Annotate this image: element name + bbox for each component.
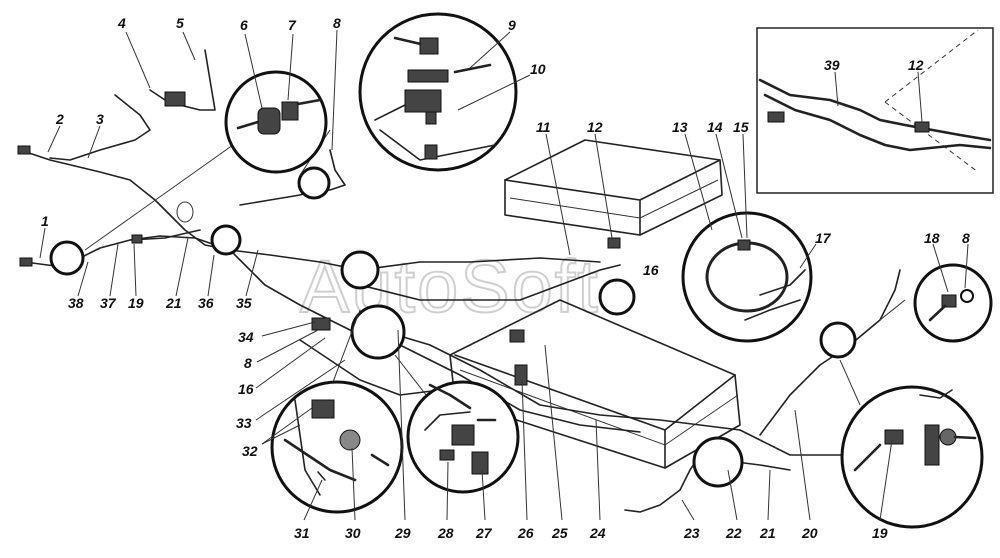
leader-lines <box>84 129 906 406</box>
detail-circle-6-7 <box>224 70 328 174</box>
callout-label: 27 <box>475 525 493 541</box>
callout-label: 26 <box>517 525 534 541</box>
callout-label: 2 <box>55 111 64 127</box>
callout-label: 19 <box>872 525 888 541</box>
callout-label: 16 <box>643 262 659 278</box>
callout-label: 20 <box>801 525 818 541</box>
small-callout-circles <box>49 166 857 488</box>
detail-circle-13-17 <box>681 211 813 343</box>
callout-label: 8 <box>962 230 970 246</box>
callout-label: 31 <box>294 525 310 541</box>
callout-label: 15 <box>733 119 749 135</box>
detail-circle-30-33 <box>270 380 404 514</box>
callout-label: 38 <box>68 295 84 311</box>
callout-label: 3 <box>96 111 104 127</box>
callout-label: 8 <box>244 355 252 371</box>
callout-label: 32 <box>242 443 258 459</box>
callout-label: 30 <box>345 525 361 541</box>
callout-label: 4 <box>117 15 126 31</box>
detail-circle-9-10 <box>358 12 518 172</box>
callout-label: 6 <box>240 17 248 33</box>
callout-label: 7 <box>288 17 297 33</box>
detail-circle-19-7-6 <box>840 385 984 529</box>
callout-label: 21 <box>165 295 182 311</box>
callout-label: 34 <box>238 329 254 345</box>
callout-label: 9 <box>508 17 516 33</box>
callout-label: 17 <box>815 230 832 246</box>
callout-label: 22 <box>725 525 742 541</box>
callout-label: 25 <box>551 525 568 541</box>
upper-tank <box>504 139 723 236</box>
callout-label: 11 <box>536 119 551 135</box>
fittings <box>17 91 621 386</box>
callout-label: 33 <box>236 415 252 431</box>
callout-label: 29 <box>394 525 411 541</box>
callout-label: 28 <box>437 525 454 541</box>
callout-label: 8 <box>333 15 341 31</box>
callout-label: 14 <box>707 119 723 135</box>
inset-frame <box>756 27 994 194</box>
callout-label: 12 <box>587 119 603 135</box>
callout-label: 19 <box>128 295 144 311</box>
callout-labels: 1 2 3 4 5 6 7 8 9 10 11 12 12 13 14 15 1… <box>39 15 970 541</box>
callout-label: 23 <box>683 525 700 541</box>
callout-label: 12 <box>908 57 924 73</box>
callout-label: 16 <box>238 381 254 397</box>
detail-circle-27-28 <box>406 380 520 494</box>
callout-label: 36 <box>198 295 214 311</box>
callout-label: 39 <box>824 57 840 73</box>
callout-label: 1 <box>41 213 49 229</box>
callout-label: 18 <box>924 230 940 246</box>
callout-label: 21 <box>759 525 776 541</box>
callout-label: 35 <box>236 295 252 311</box>
callout-label: 13 <box>672 119 688 135</box>
callout-label: 37 <box>100 295 117 311</box>
detail-circle-18-8 <box>913 263 993 343</box>
callout-label: 5 <box>176 15 184 31</box>
callout-label: 24 <box>589 525 606 541</box>
callout-label: 10 <box>530 61 546 77</box>
